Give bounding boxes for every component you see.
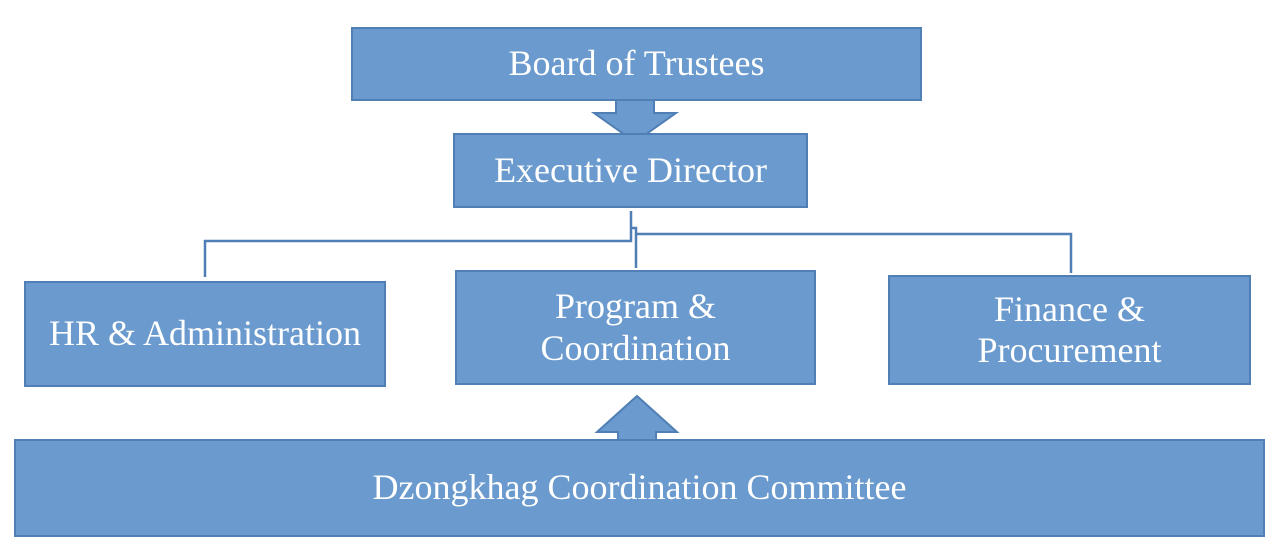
node-finance-procurement: Finance & Procurement: [888, 275, 1251, 385]
node-program-label-line1: Program &: [555, 286, 716, 327]
node-finance-label-line1: Finance &: [994, 288, 1145, 329]
connector-exec-to-hr: [203, 211, 633, 277]
node-hr-label: HR & Administration: [48, 313, 361, 354]
node-board-of-trustees: Board of Trustees: [351, 27, 922, 101]
node-executive-label: Executive Director: [494, 149, 767, 190]
node-board-label: Board of Trustees: [508, 43, 765, 84]
node-program-coordination: Program & Coordination: [455, 270, 816, 385]
connector-exec-to-program: [631, 226, 638, 268]
arrow-down-board-to-executive: [590, 99, 680, 144]
node-finance-label-line2: Procurement: [977, 330, 1162, 370]
org-connector-lines: [203, 211, 1073, 277]
node-hr-administration: HR & Administration: [24, 281, 386, 387]
node-dzongkhag-coordination-committee: Dzongkhag Coordination Committee: [14, 439, 1265, 537]
node-program-label-line2: Coordination: [540, 327, 731, 368]
node-dzongkhag-label: Dzongkhag Coordination Committee: [372, 467, 907, 508]
node-executive-director: Executive Director: [453, 133, 808, 208]
connector-exec-to-finance: [636, 232, 1073, 273]
arrow-up-dzongkhag-to-program: [594, 394, 680, 442]
